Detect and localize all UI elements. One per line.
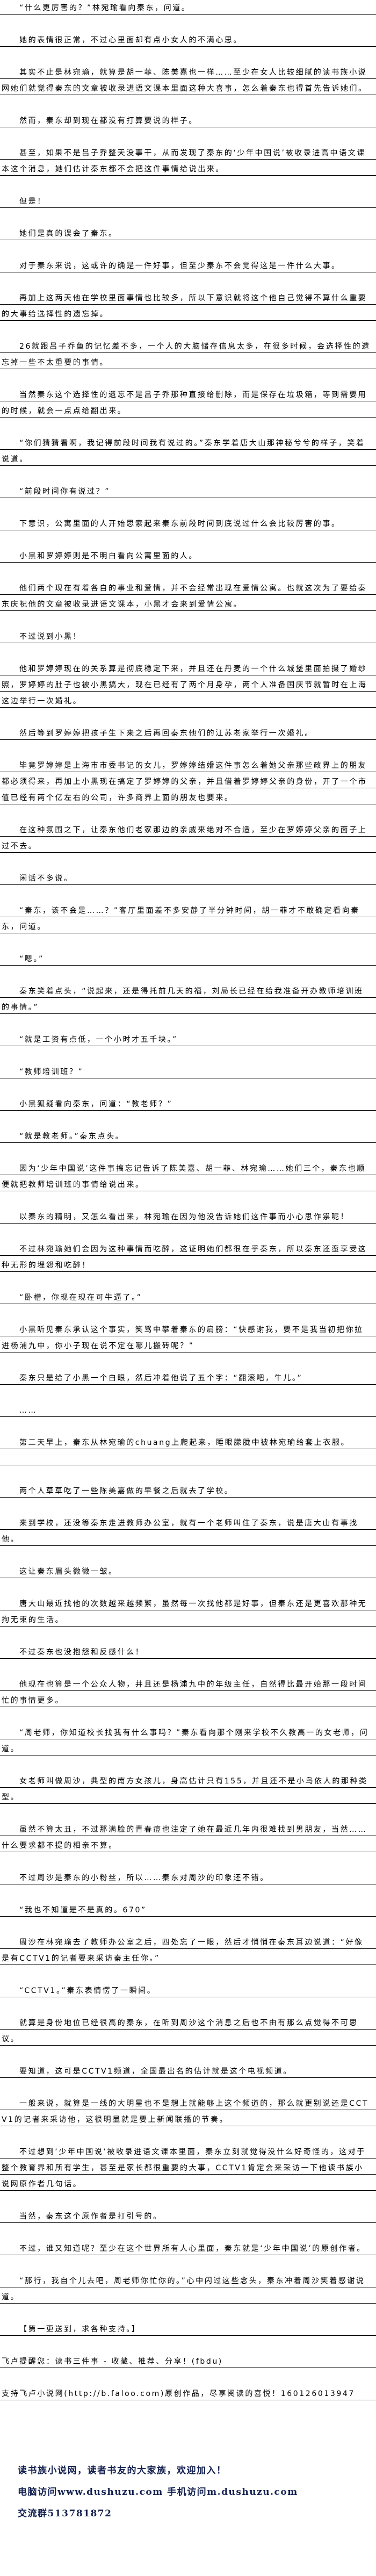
paragraph: 他和罗婷婷现在的关系算是彻底稳定下来，并且还在丹麦的一个什么城堡里面拍摄了婚纱照… [0, 661, 376, 709]
paragraph: “就是工资有点低，一个小时才五千块。” [0, 1032, 376, 1048]
paragraph: 不过说到小黑！ [0, 629, 376, 645]
paragraph: 再加上这两天他在学校里面事情也比较多，所以下意识就将这个他自己觉得不算什么重要的… [0, 290, 376, 322]
paragraph: “卧槽，你现在现在可牛逼了。” [0, 1290, 376, 1306]
paragraph: 甚至，如果不是吕子乔整天没事干，从而发现了秦东的‘少年中国说’被收录进高中语文课… [0, 145, 376, 177]
paragraph: 第二天早上，秦东从林宛瑜的chuang上爬起来，睡眼朦胧中被林宛瑜给套上衣服。 [0, 1435, 376, 1451]
paragraph: 但是！ [0, 193, 376, 210]
paragraph: 唐大山最近找他的次数越来越频繁，虽然每一次找他都是好事，但秦东还是更喜欢那种无拘… [0, 1596, 376, 1628]
site-support-note: 支持飞卢小说网(http://b.faloo.com)原创作品，尽享阅读的喜悦！… [0, 2386, 376, 2402]
paragraph: 他现在也算是一个公众人物，并且还是杨浦九中的年级主任，自然得比最开始那一段时间忙… [0, 1676, 376, 1709]
paragraph: “教师培训班？” [0, 1064, 376, 1080]
reading-reminder: 飞卢提醒您：读书三件事 - 收藏、推荐、分享！(fbdu) [0, 2354, 376, 2370]
paragraph: …… [0, 1402, 376, 1419]
paragraph: 秦东笑着点头，“说起来，还是得托前几天的福，刘局长已经在给我准备开办教师培训班的… [0, 983, 376, 1016]
footer-welcome: 读书族小说网，读者书友的大家族，欢迎加入！ [18, 2465, 227, 2476]
paragraph: 不过，谁又知道呢？至少在这个世界所有人心里面，秦东就是‘少年中国说’的原创作者。 [0, 2241, 376, 2257]
paragraph: “CCTV1。”秦东表情愣了一瞬间。 [0, 1983, 376, 1999]
chapter-text: “什么更厉害的？”林宛瑜看向秦东，问道。她的表情很正常，不过心里面却有点小女人的… [0, 0, 376, 2402]
paragraph: 秦东只是给了小黑一个白眼，然后冲着他说了五个字：“翻滚吧，牛儿。” [0, 1370, 376, 1386]
paragraph: 然后等到罗婷婷把孩子生下来之后再回秦东他们的江苏老家举行一次婚礼。 [0, 725, 376, 742]
paragraph: 其实不止是林宛瑜，就算是胡一菲、陈美嘉也一样……至少在女人比较细腻的读书族小说网… [0, 64, 376, 97]
paragraph: “那行，我自个儿去吧，周老师你忙你的。”心中闪过这些念头，秦东冲着周沙笑着感谢说… [0, 2273, 376, 2305]
footer-group-number: 交流群513781872 [18, 2508, 112, 2519]
paragraph: 一般来说，就算是一线的大明星也不是想上就能够上这个频道的，那么就更别说还是CCT… [0, 2096, 376, 2128]
paragraph: “什么更厉害的？”林宛瑜看向秦东，问道。 [0, 0, 376, 16]
paragraph: 虽然不算太丑，不过那满脸的青春痘也注定了她在最近几年内很难找到男朋友，当然……什… [0, 1822, 376, 1854]
paragraph: 不过想到‘少年中国说’被收录进语文课本里面，秦东立刻就觉得没什么好奇怪的，这对于… [0, 2144, 376, 2192]
paragraph: 26就跟吕子乔鱼的记忆差不多，一个人的大脑储存信息太多，在很多时候，会选择性的遗… [0, 339, 376, 371]
paragraph: 两个人草草吃了一些陈美嘉做的早餐之后就去了学校。 [0, 1483, 376, 1499]
paragraph: 他们两个现在有着各自的事业和爱情，并不会经常出现在爱情公寓。也就这次为了要给秦东… [0, 580, 376, 613]
paragraph: 闲话不多说。 [0, 870, 376, 887]
paragraph: 女老师叫做周沙，典型的南方女孩儿，身高估计只有155，并且还不是小鸟依人的那种类… [0, 1773, 376, 1805]
paragraph: 然而，秦东却到现在都没有打算要说的样子。 [0, 113, 376, 129]
paragraph: “秦东，该不会是……？”客厅里面差不多安静了半分钟时间，胡一菲才不敢确定看向秦东… [0, 903, 376, 935]
paragraph: 毕竟罗婷婷是上海市市委书记的女儿，罗婷婷结婚这件事怎么着她父亲那些政界上的朋友都… [0, 758, 376, 806]
paragraph: 对于秦东来说，这或许的确是一件好事，但至少秦东不会觉得这是一件什么大事。 [0, 258, 376, 274]
paragraph: 在这种氛围之下，让秦东他们老家那边的亲戚来绝对不合适，至少在罗婷婷父亲的面子上过… [0, 822, 376, 854]
paragraph: 这让秦东眉头微微一皱。 [0, 1564, 376, 1580]
paragraph: 来到学校，还没等秦东走进教师办公室，就有一个老师叫住了秦东，说是唐大山有事找他。 [0, 1515, 376, 1548]
paragraph: 因为‘少年中国说’这件事搞忘记告诉了陈美嘉、胡一菲、林宛瑜……她们三个，秦东也顺… [0, 1161, 376, 1193]
paragraph: 她的表情很正常，不过心里面却有点小女人的不满心思。 [0, 32, 376, 48]
paragraph: 不过秦东也没抱怨和反感什么！ [0, 1644, 376, 1660]
paragraph: “嗯。” [0, 951, 376, 967]
paragraph: 小黑狐疑看向秦东，问道：“教老师？” [0, 1096, 376, 1112]
site-footer: 读书族小说网，读者书友的大家族，欢迎加入！ 电脑访问www.dushuzu.co… [18, 2460, 298, 2524]
paragraph: 就算是身份地位已经很高的秦东，在听到周沙这个消息之后也不由有那么点觉得不可思议。 [0, 2015, 376, 2047]
paragraph: 她们是真的误会了秦东。 [0, 226, 376, 242]
paragraph: 要知道，这可是CCTV1频道，全国最出名的估计就是这个电视频道。 [0, 2063, 376, 2079]
paragraph: 不过周沙是秦东的小粉丝，所以……秦东对周沙的印象还不错。 [0, 1870, 376, 1886]
paragraph: “你们猜猜看啊，我记得前段时间我有说过的。”秦东学着唐大山那神秘兮兮的样子，笑着… [0, 435, 376, 467]
paragraph: 以秦东的精明，又怎么看出来，林宛瑜在因为他没告诉她们这件事而小心思作祟呢！ [0, 1209, 376, 1225]
paragraph: 不过林宛瑜她们会因为这种事情而吃醉，这证明她们都很在乎秦东，所以秦东还蛮享受这种… [0, 1241, 376, 1273]
blank-ruled-line [0, 1451, 376, 1467]
paragraph: 小黑听见秦东承认这个事实，笑骂中攀着秦东的肩膀：“快感谢我，要不是我当初把你拉进… [0, 1322, 376, 1354]
paragraph: 当然，秦东这个原作者是打引号的。 [0, 2208, 376, 2225]
paragraph: 周沙在林宛瑜去了教师办公室之后，四处忘了一眼，然后才悄悄在秦东耳边说道：“好像是… [0, 1934, 376, 1967]
paragraph: 当然秦东这个选择性的遗忘不是吕子乔那种直接给删除，而是保存在垃圾箱，等到需要用的… [0, 387, 376, 419]
paragraph: “就是教老师。”秦东点头。 [0, 1128, 376, 1145]
paragraph: 下意识，公寓里面的人开始思索起来秦东前段时间到底说过什么会比较厉害的事。 [0, 516, 376, 532]
paragraph: 小黑和罗婷婷则是不明白看向公寓里面的人。 [0, 548, 376, 564]
paragraph: “前段时间你有说过？” [0, 484, 376, 500]
paragraph: “我也不知道是不是真的。670” [0, 1902, 376, 1918]
footer-access-links[interactable]: 电脑访问www.dushuzu.com 手机访问m.dushuzu.com [18, 2487, 298, 2498]
paragraph: “周老师，你知道校长找我有什么事吗？”秦东看向那个刚来学校不久教高一的女老师，问… [0, 1725, 376, 1757]
paragraph: 【第一更送到，求各种支持。】 [0, 2321, 376, 2337]
